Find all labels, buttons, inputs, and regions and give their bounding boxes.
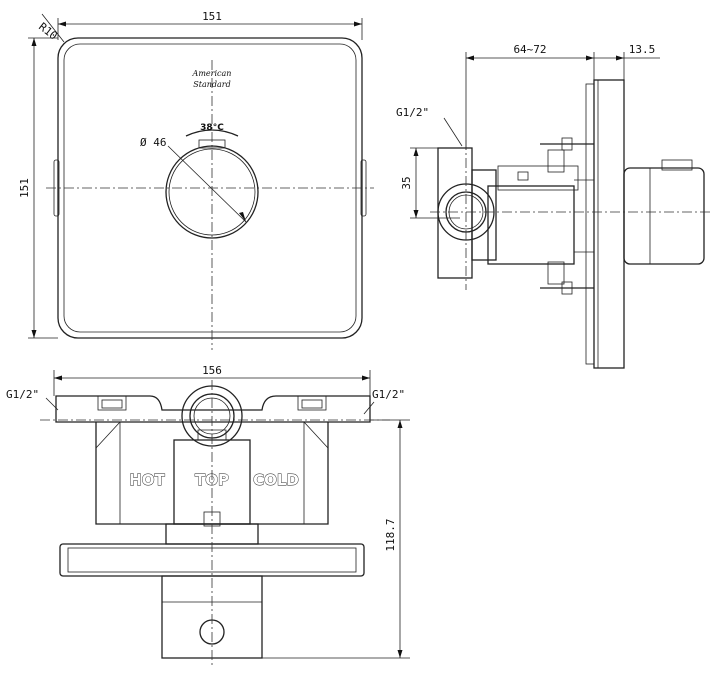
side-depth-label: 64~72 [513, 43, 546, 56]
bottom-height-label: 118.7 [384, 518, 397, 551]
cover-plate [57, 37, 363, 339]
cold-label: COLD [253, 471, 299, 489]
side-view: 64~72 13.5 G1/2" 35 [396, 43, 712, 369]
brand-logo-line1: American [192, 69, 232, 78]
side-cover-plate [593, 79, 625, 369]
side-inlet-bracket [437, 147, 473, 279]
side-valve-body [487, 185, 575, 265]
bottom-width-label: 156 [202, 364, 222, 377]
side-thread-label: G1/2" [396, 106, 429, 119]
front-width-label: 151 [202, 10, 222, 23]
bottom-view: 156 G1/2" G1/2" 118.7 HOT TOP [6, 364, 410, 668]
temperature-mark: 38°C [200, 123, 224, 133]
inlet-height-label: 35 [400, 176, 413, 189]
knob-diameter-label: Ø 46 [140, 136, 167, 149]
bottom-thread-left-label: G1/2" [6, 388, 39, 401]
bottom-thread-right-label: G1/2" [372, 388, 405, 401]
corner-radius-label: R10 [36, 20, 60, 42]
plate-thickness-label: 13.5 [629, 43, 656, 56]
side-thread-leader [443, 117, 463, 147]
bottom-inlet-bar [55, 395, 371, 423]
front-height-label: 151 [18, 178, 31, 198]
knob-diameter-leader [167, 145, 247, 223]
side-knob [623, 167, 705, 265]
brand-logo-line2: Standard [193, 80, 230, 89]
hot-label: HOT [129, 471, 165, 489]
corner-radius-leader [41, 13, 65, 43]
thermostatic-knob [165, 145, 259, 239]
front-view: 151 R10 151 American Standard 38°C [18, 10, 374, 350]
